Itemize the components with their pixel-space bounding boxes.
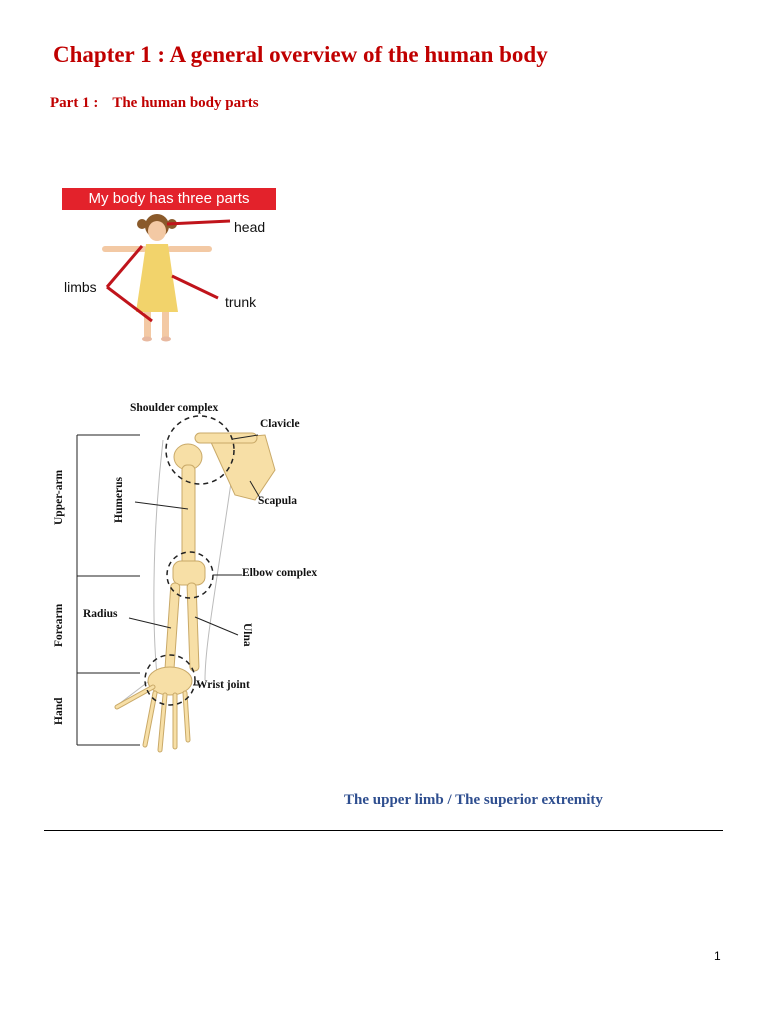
clavicle-label: Clavicle xyxy=(260,418,300,430)
body-parts-figure: My body has three parts head limbs trunk xyxy=(62,188,282,348)
figure-caption: The upper limb / The superior extremity xyxy=(344,792,603,808)
scapula-label: Scapula xyxy=(258,495,297,507)
wrist-joint-label: Wrist joint xyxy=(196,679,250,691)
ulna-label: Ulna xyxy=(241,623,253,647)
section-divider xyxy=(44,830,723,831)
part-number: Part 1 : xyxy=(50,95,99,111)
part-heading: Part 1 : The human body parts xyxy=(50,95,259,112)
part-title: The human body parts xyxy=(112,95,259,111)
chapter-title: Chapter 1 : A general overview of the hu… xyxy=(53,42,548,67)
hand-region-label: Hand xyxy=(53,697,65,726)
shoulder-complex-label: Shoulder complex xyxy=(130,402,219,414)
forearm-region-label: Forearm xyxy=(53,603,65,647)
trunk-label: trunk xyxy=(225,294,257,310)
radius-label: Radius xyxy=(83,608,118,620)
elbow-complex-label: Elbow complex xyxy=(242,567,318,579)
girl-illustration xyxy=(102,214,231,342)
page-number: 1 xyxy=(714,949,721,963)
limbs-label: limbs xyxy=(64,279,97,295)
head-label: head xyxy=(234,219,266,235)
body-parts-banner: My body has three parts xyxy=(62,188,276,210)
upper-arm-region-label: Upper-arm xyxy=(53,469,65,525)
upper-limb-figure: Shoulder complex Clavicle Scapula Elbow … xyxy=(45,395,345,765)
humerus-label: Humerus xyxy=(113,477,125,523)
arm-skeleton-illustration xyxy=(76,415,276,753)
